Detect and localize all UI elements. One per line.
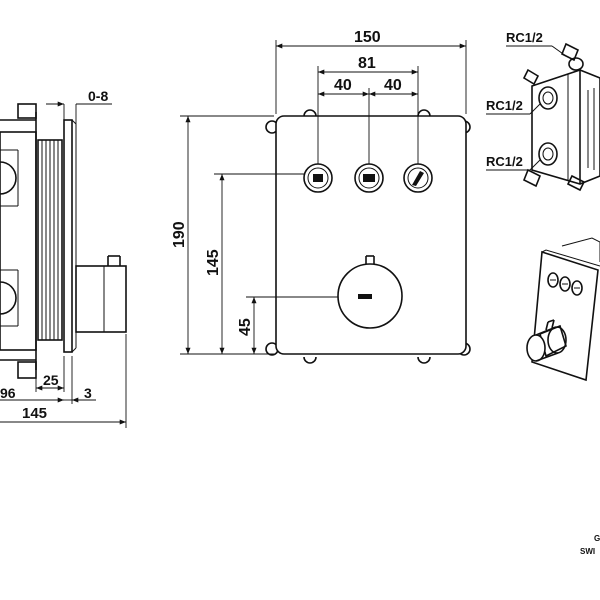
front-dim-150: 150 (275, 29, 467, 114)
side-dim-3-label: 3 (84, 385, 92, 401)
front-dim-190-label: 190 (171, 221, 188, 248)
front-dim-45-label: 45 (237, 318, 254, 336)
front-view: 150 81 40 40 190 145 (171, 29, 471, 364)
front-cover-plate (275, 115, 467, 355)
side-dim-96: 96 3 (0, 356, 96, 404)
front-button-3 (403, 163, 433, 193)
side-dim-145: 145 (0, 334, 127, 428)
iso-label-1: RC1/2 (506, 30, 567, 57)
side-thread-sleeve (37, 139, 63, 341)
side-lug-bottom (17, 361, 37, 379)
front-dim-190: 190 (171, 115, 274, 355)
iso-buttons (547, 272, 583, 296)
iso-assembly-view (526, 237, 600, 382)
front-dim-40-left-label: 40 (334, 77, 352, 94)
front-dim-145: 145 (205, 173, 304, 354)
side-inlet-top (0, 161, 17, 195)
front-dim-45: 45 (237, 296, 338, 354)
svg-text:RC1/2: RC1/2 (486, 154, 523, 169)
side-dim-top-label: 0-8 (88, 88, 108, 104)
front-dim-150-label: 150 (354, 29, 381, 46)
iso-label-3: RC1/2 (486, 154, 541, 171)
svg-text:G: G (594, 534, 600, 543)
side-dim-145-label: 145 (22, 405, 47, 422)
front-dim-81-label: 81 (358, 55, 376, 72)
front-dim-81: 81 (317, 55, 419, 164)
side-lug-top (17, 103, 37, 119)
side-handle (75, 265, 127, 333)
side-cover-plate (63, 119, 73, 353)
side-dim-top: 0-8 (46, 88, 112, 124)
front-thermostat-knob (337, 255, 403, 329)
side-view: 0-8 25 96 3 145 (0, 88, 127, 428)
iso-inlet-bottom (538, 142, 558, 166)
iso-thermostat-knob (526, 319, 567, 362)
iso-box-frame (531, 69, 600, 185)
svg-text:RC1/2: RC1/2 (486, 98, 523, 113)
front-dim-40-right-label: 40 (384, 77, 402, 94)
iso-box-view: RC1/2 RC1/2 RC1/2 (486, 30, 600, 192)
iso-inlet-top (538, 86, 558, 110)
side-dim-96-label: 96 (0, 385, 16, 401)
side-dim-25-label: 25 (43, 372, 59, 388)
svg-text:SWI: SWI (580, 547, 595, 556)
svg-text:RC1/2: RC1/2 (506, 30, 543, 45)
front-button-1 (303, 163, 333, 193)
side-dim-25: 25 (35, 356, 65, 392)
front-dim-145-label: 145 (205, 249, 222, 276)
iso-inlet-top-face (568, 57, 584, 71)
iso-label-2: RC1/2 (486, 98, 541, 115)
front-dim-40: 40 40 (318, 77, 418, 164)
corner-logo-text: G SWI (580, 534, 600, 556)
iso-cover-plate (531, 250, 599, 382)
side-inlet-bottom (0, 281, 17, 315)
front-button-2 (354, 163, 384, 193)
